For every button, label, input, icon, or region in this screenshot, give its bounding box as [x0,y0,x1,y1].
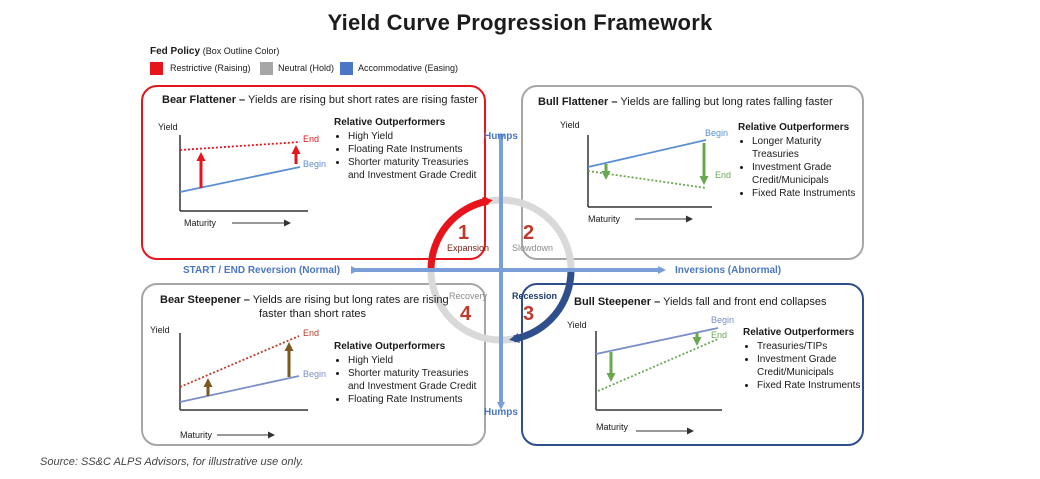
bull-steepener-outperformer-3: Fixed Rate Instruments [757,379,861,392]
bear-steepener-end-label: End [303,328,320,338]
normal-reversion-label: START / END Reversion (Normal) [183,265,341,276]
recession-arc [509,269,575,343]
phase-1-number: 1 [458,222,470,244]
bull-flattener-outperformer-1: Longer Maturity Treasuries [752,135,862,161]
legend-subtitle: (Box Outline Color) [202,46,280,56]
bull-steepener-outperformers-title: Relative Outperformers [743,327,855,338]
humps-top-label: Humps [484,131,518,142]
bull-flattener-heading: Bull Flattener – Yields are falling but … [538,96,833,108]
bear-steepener-name: Bear Steepener – [160,294,250,306]
bull-steepener-outperformer-2: Investment Grade Credit/Municipals [757,353,861,379]
legend-swatch-neutral [260,62,273,75]
legend-label-accommodative: Accommodative (Easing) [358,63,459,73]
bear-steepener-box [141,283,486,446]
bear-steepener-end-line [179,335,300,388]
bear-flattener-outperformer-3: Shorter maturity Treasuries and Investme… [348,156,482,182]
bull-steepener-end-line [597,338,719,392]
bull-flattener-outperformer-2: Investment Grade Credit/Municipals [752,161,862,187]
expansion-arc [427,197,493,271]
inversions-label: Inversions (Abnormal) [675,265,782,276]
bear-flattener-outperformers: Relative Outperformers High Yield Floati… [334,117,482,182]
bear-steepener-begin-label: Begin [303,369,327,379]
bear-steepener-desc-line1: Yields are rising but long rates are ris… [252,294,449,306]
bull-steepener-box [521,283,864,446]
phase-3-number: 3 [523,303,535,325]
bull-steepener-begin-label: Begin [711,315,735,325]
bear-steepener-outperformer-3: Floating Rate Instruments [348,393,482,406]
legend-label-restrictive: Restrictive (Raising) [170,63,251,73]
bull-flattener-begin-label: Begin [705,128,729,138]
bull-flattener-yield-label: Yield [560,120,580,130]
phase-4-number: 4 [460,303,472,325]
bull-flattener-end-label: End [715,170,732,180]
bear-flattener-box [141,85,486,260]
bull-flattener-desc: Yields are falling but long rates fallin… [620,96,833,108]
bull-steepener-yield-label: Yield [567,320,587,330]
bull-flattener-begin-line [587,139,707,168]
bear-steepener-desc-line2: faster than short rates [259,308,366,320]
bear-steepener-outperformer-2: Shorter maturity Treasuries and Investme… [348,367,482,393]
source-note: Source: SS&C ALPS Advisors, for illustra… [40,456,304,468]
bear-steepener-begin-line [179,375,300,403]
bear-flattener-begin-label: Begin [303,159,327,169]
bear-steepener-outperformers: Relative Outperformers High Yield Shorte… [334,341,482,406]
phase-3-label: Recession [512,291,558,301]
bear-steepener-maturity-label: Maturity [180,430,213,440]
phase-4-label: Recovery [449,291,488,301]
bull-steepener-end-label: End [711,330,728,340]
bear-flattener-name: Bear Flattener – [162,94,246,106]
bear-flattener-yield-label: Yield [158,122,178,132]
legend-swatch-restrictive [150,62,163,75]
bull-flattener-outperformer-3: Fixed Rate Instruments [752,187,862,200]
bear-flattener-desc: Yields are rising but short rates are ri… [248,94,479,106]
page-title: Yield Curve Progression Framework [327,10,713,35]
bear-flattener-outperformer-1: High Yield [348,130,482,143]
bear-flattener-end-label: End [303,134,320,144]
bear-flattener-maturity-label: Maturity [184,218,217,228]
phase-1-label: Expansion [447,243,490,253]
bull-steepener-outperformer-1: Treasuries/TIPs [757,340,861,353]
bear-flattener-outperformers-title: Relative Outperformers [334,117,446,128]
humps-bottom-label: Humps [484,407,518,418]
legend-title: Fed Policy (Box Outline Color) [150,46,279,57]
legend-swatch-accommodative [340,62,353,75]
bull-flattener-maturity-label: Maturity [588,214,621,224]
bear-flattener-begin-line [179,166,301,193]
legend-title-text: Fed Policy [150,46,201,57]
bear-flattener-outperformer-2: Floating Rate Instruments [348,143,482,156]
bull-flattener-outperformers: Relative Outperformers Longer Maturity T… [738,122,862,200]
bear-steepener-yield-label: Yield [150,325,170,335]
bear-steepener-outperformers-title: Relative Outperformers [334,341,446,352]
bull-steepener-maturity-label: Maturity [596,422,629,432]
bull-steepener-heading: Bull Steepener – Yields fall and front e… [574,296,827,308]
bear-steepener-outperformer-1: High Yield [348,354,482,367]
legend-label-neutral: Neutral (Hold) [278,63,335,73]
bear-flattener-end-line [179,141,301,151]
bear-flattener-heading: Bear Flattener – Yields are rising but s… [162,94,478,106]
bull-steepener-name: Bull Steepener – [574,296,661,308]
bull-steepener-desc: Yields fall and front end collapses [663,296,827,308]
phase-2-number: 2 [523,222,535,244]
bull-flattener-box [521,85,864,260]
phase-2-label: Slowdown [512,243,554,253]
bull-steepener-outperformers: Relative Outperformers Treasuries/TIPs I… [743,327,861,392]
bull-flattener-outperformers-title: Relative Outperformers [738,122,850,133]
bull-flattener-name: Bull Flattener – [538,96,618,108]
bear-steepener-heading: Bear Steepener – Yields are rising but l… [160,294,449,306]
bull-steepener-begin-line [595,327,719,355]
